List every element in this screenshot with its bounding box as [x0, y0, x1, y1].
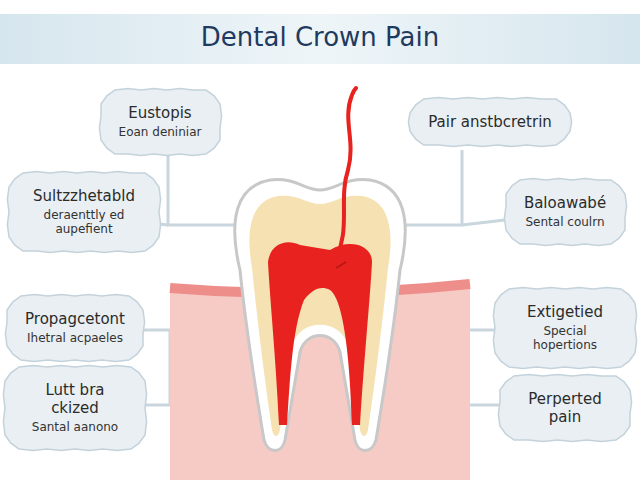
callout-shape — [101, 90, 220, 154]
callout-outline — [504, 178, 626, 245]
callout-box: Sultzzhetabld deraenttly ed aupefient — [9, 173, 159, 251]
callout-box: Lutt bra ckizedSantal aanono — [5, 367, 145, 449]
callout-outline — [498, 374, 631, 441]
callout-heading: Baloawabé — [524, 194, 607, 212]
callout-heading: Perperted pain — [518, 390, 612, 426]
callout-heading: Propagcetont — [25, 310, 125, 328]
callout-body: Special hopertions — [513, 324, 617, 353]
title-band — [0, 14, 640, 64]
tooth — [235, 88, 405, 451]
callout-body: Eoan deniniar — [119, 125, 202, 139]
callout-heading: Extigetied — [513, 303, 617, 321]
callout-body: Santal aanono — [23, 420, 127, 434]
callout-outline — [99, 88, 221, 155]
callout-outline — [493, 287, 636, 368]
callout-box: PropagcetontIhetral acpaeles — [7, 296, 143, 360]
callout-body: Sental coulrn — [524, 215, 607, 229]
callout-outline — [408, 97, 571, 146]
callout-body: Ihetral acpaeles — [25, 331, 125, 345]
callout-heading: Eustopis — [119, 104, 202, 122]
callout-outline — [7, 171, 160, 252]
callout-box: ExtigetiedSpecial hopertions — [495, 289, 635, 367]
callout-body: deraenttly ed aupefient — [27, 208, 141, 237]
callout-outline — [3, 365, 146, 450]
callout-heading: Lutt bra ckized — [23, 381, 127, 417]
callout-box: Perperted pain — [500, 376, 630, 440]
callout-shape — [7, 296, 143, 360]
callout-outline — [5, 294, 144, 361]
callout-box: Pair anstbcretrin — [410, 99, 570, 145]
callout-heading: Pair anstbcretrin — [428, 113, 552, 131]
callout-box: EustopisEoan deniniar — [101, 90, 220, 154]
callout-box: BaloawabéSental coulrn — [506, 180, 625, 244]
callout-heading: Sultzzhetabld — [27, 187, 141, 205]
title: Dental Crown Pain — [0, 22, 640, 52]
callout-shape — [506, 180, 625, 244]
